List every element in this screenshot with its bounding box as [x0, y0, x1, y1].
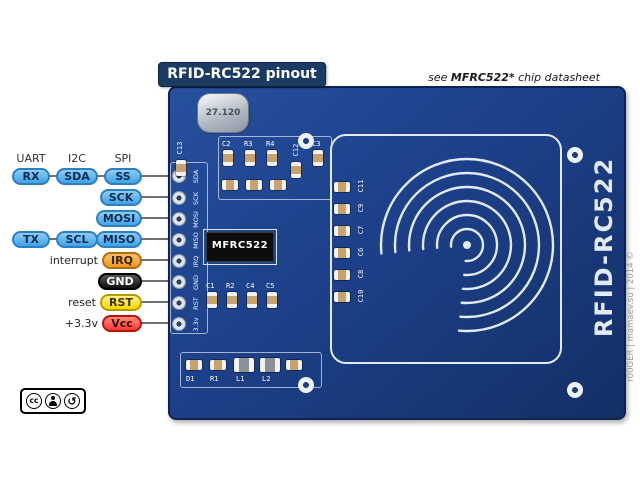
smd-component: [210, 360, 226, 370]
pin-pill-sda: SDA: [56, 168, 98, 185]
smd-component: [260, 358, 280, 372]
smd-component: [334, 270, 350, 280]
datasheet-note: see MFRC522* chip datasheet: [400, 71, 600, 84]
component-label: C5: [266, 282, 275, 290]
component-label: L1: [236, 375, 245, 383]
smd-component: [334, 248, 350, 258]
smd-component: [223, 150, 233, 166]
pin-pill-miso: MISO: [96, 231, 142, 248]
cc-icon: cc: [26, 393, 42, 409]
component-label: C13: [176, 141, 184, 155]
header-pin-label: MISO: [192, 232, 200, 249]
pin-note-interrupt: interrupt: [49, 254, 98, 267]
board-name: RFID-RC522: [590, 156, 618, 338]
component-label: C3: [312, 140, 321, 148]
datasheet-note-suffix: chip datasheet: [514, 71, 600, 84]
smd-component: [176, 160, 186, 176]
smd-component: [245, 150, 255, 166]
sa-icon: ↺: [64, 393, 80, 409]
credit-text: r00GER | mamaev.su | 2014 ©: [626, 251, 636, 382]
wire: [120, 301, 172, 303]
datasheet-note-prefix: see: [428, 71, 451, 84]
smd-component: [334, 182, 350, 192]
pin-pill-scl: SCL: [56, 231, 98, 248]
header-pin-label: 3.3v: [192, 317, 200, 332]
header-pin: [173, 255, 185, 267]
smd-component: [313, 150, 323, 166]
pin-pill-sck: SCK: [100, 189, 142, 206]
mounting-hole: [298, 377, 314, 393]
smd-component: [286, 360, 302, 370]
smd-component: [246, 180, 262, 190]
component-label: R3: [244, 140, 253, 148]
header-pin: [173, 318, 185, 330]
smd-component: [334, 204, 350, 214]
mounting-hole: [298, 133, 314, 149]
pin-pill-ss: SS: [104, 168, 142, 185]
component-label: R1: [210, 375, 219, 383]
bus-header-spi: SPI: [114, 152, 132, 165]
antenna-coil: [379, 157, 555, 333]
component-label: D1: [186, 375, 195, 383]
header-pin-label: SDA: [192, 169, 200, 184]
smd-component: [267, 150, 277, 166]
crystal-oscillator: 27.120: [198, 94, 248, 132]
component-label: R4: [266, 140, 275, 148]
pin-pill-mosi: MOSI: [96, 210, 142, 227]
header-pin-label: RST: [192, 297, 200, 310]
component-label: C4: [246, 282, 255, 290]
pin-pill-tx: TX: [12, 231, 50, 248]
cc-license-badge: cc ↺: [20, 388, 86, 414]
component-label: R2: [226, 282, 235, 290]
pin-note-reset: reset: [68, 296, 96, 309]
component-label: L2: [262, 375, 271, 383]
mounting-hole: [567, 147, 583, 163]
wire: [114, 217, 172, 219]
page-title: RFID-RC522 pinout: [158, 62, 326, 87]
smd-component: [334, 292, 350, 302]
silkscreen-box: [180, 352, 322, 388]
bus-header-i2c: I2C: [68, 152, 86, 165]
pin-pill-rst: RST: [100, 294, 142, 311]
pin-pill-vcc: Vcc: [102, 315, 142, 332]
smd-component: [186, 360, 202, 370]
pin-note-power: +3.3v: [64, 317, 98, 330]
smd-component: [270, 180, 286, 190]
datasheet-note-chip: MFRC522*: [450, 71, 515, 84]
pin-pill-gnd: GND: [98, 273, 142, 290]
smd-component: [267, 292, 277, 308]
mounting-hole: [567, 382, 583, 398]
header-pin: [173, 234, 185, 246]
smd-component: [334, 226, 350, 236]
smd-component: [291, 162, 301, 178]
header-pin: [173, 276, 185, 288]
mfrc522-chip: MFRC522: [203, 229, 277, 265]
wire: [120, 280, 172, 282]
header-pin-label: GND: [192, 275, 200, 290]
smd-component: [207, 292, 217, 308]
smd-component: [247, 292, 257, 308]
wire: [120, 259, 172, 261]
wire: [30, 175, 172, 177]
person-icon: [46, 394, 60, 408]
smd-component: [234, 358, 254, 372]
pcb-board: 27.120 SDA SCK MOSI MISO IRQ GND RST 3.3…: [168, 86, 626, 420]
pin-pill-rx: RX: [12, 168, 50, 185]
wire: [118, 196, 172, 198]
by-icon: [45, 393, 61, 409]
pin-pill-irq: IRQ: [102, 252, 142, 269]
header-pin: [173, 192, 185, 204]
smd-component: [222, 180, 238, 190]
header-pin-label: SCK: [192, 192, 200, 205]
bus-header-uart: UART: [16, 152, 46, 165]
header-pin-label: MOSI: [192, 211, 200, 228]
wire: [120, 322, 172, 324]
antenna-loop-trace: [330, 134, 562, 364]
smd-component: [227, 292, 237, 308]
component-label: C2: [222, 140, 231, 148]
component-label: C1: [206, 282, 215, 290]
header-pin: [173, 213, 185, 225]
header-pin: [173, 297, 185, 309]
header-pin-label: IRQ: [192, 255, 200, 268]
